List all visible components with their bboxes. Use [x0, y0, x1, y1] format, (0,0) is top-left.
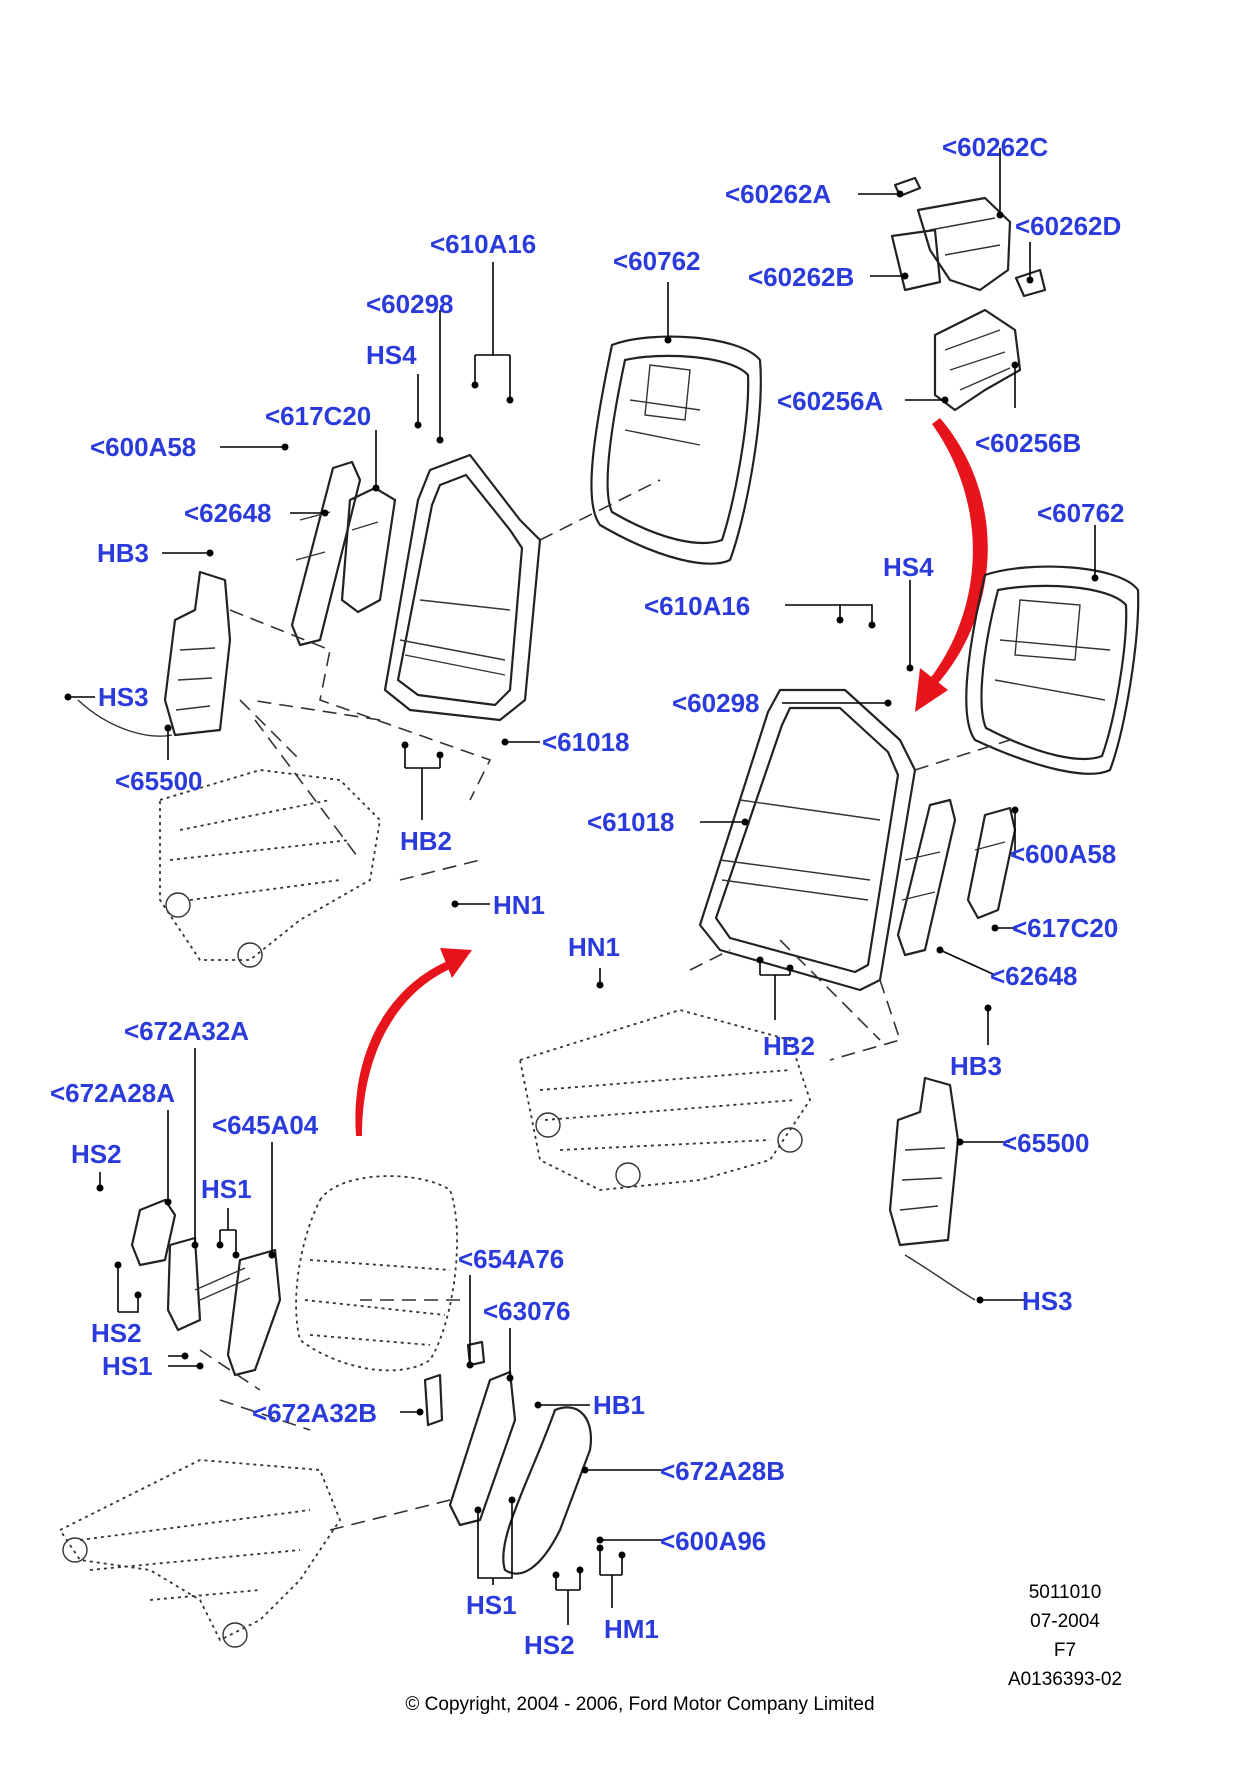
recliner-mechanism-right — [896, 798, 1017, 957]
direction-arrow-upper — [915, 418, 988, 712]
label-60262C: <60262C — [942, 132, 1048, 162]
cushion-pad-lower — [295, 1175, 458, 1372]
backrest-frame-upper — [383, 453, 542, 722]
label-610A16-right: <610A16 — [644, 591, 750, 621]
ref-image-id: A0136393-02 — [1008, 1669, 1122, 1690]
label-600A58-upper: <600A58 — [90, 432, 196, 462]
label-HB3-right: HB3 — [950, 1051, 1002, 1081]
label-617C20-right: <617C20 — [1012, 913, 1118, 943]
label-645A04: <645A04 — [212, 1110, 319, 1140]
label-610A16-upper: <610A16 — [430, 229, 536, 259]
backrest-cover-right — [965, 565, 1140, 775]
dashed-guides-right — [689, 739, 1011, 1061]
label-HB1: HB1 — [593, 1390, 645, 1420]
backrest-cover-upper — [590, 335, 762, 565]
label-61018-upper: <61018 — [542, 727, 629, 757]
label-672A28A: <672A28A — [50, 1078, 175, 1108]
label-600A58-right: <600A58 — [1010, 839, 1116, 869]
label-HS1-lower: HS1 — [466, 1590, 517, 1620]
label-60256A: <60256A — [777, 386, 883, 416]
label-617C20-upper: <617C20 — [265, 401, 371, 431]
ref-code: F7 — [1054, 1640, 1076, 1661]
label-HS2-lower: HS2 — [524, 1630, 575, 1660]
label-654A76: <654A76 — [458, 1244, 564, 1274]
label-60298-upper: <60298 — [366, 289, 453, 319]
cushion-side-trim-left — [130, 1198, 282, 1377]
callout-labels: <60262C <60262A <60262D <610A16 <60762 <… — [50, 132, 1124, 1660]
label-HS4-upper: HS4 — [366, 340, 417, 370]
copyright-notice: © Copyright, 2004 - 2006, Ford Motor Com… — [405, 1694, 874, 1715]
dashed-guides-lower — [199, 1299, 460, 1531]
label-HS2-upper: HS2 — [71, 1139, 122, 1169]
leader-lines — [64, 148, 1099, 1625]
label-60256B: <60256B — [975, 428, 1081, 458]
label-HM1: HM1 — [604, 1614, 659, 1644]
label-60298-right: <60298 — [672, 688, 759, 718]
label-HN1-upper: HN1 — [493, 890, 545, 920]
label-63076: <63076 — [483, 1296, 570, 1326]
label-HS1-middle: HS1 — [102, 1351, 153, 1381]
label-62648-right: <62648 — [990, 961, 1077, 991]
label-600A96: <600A96 — [660, 1526, 766, 1556]
recliner-mechanism-upper — [290, 460, 397, 647]
label-60762-right: <60762 — [1037, 498, 1124, 528]
reference-block: 5011010 07-2004 F7 A0136393-02 — [1008, 1582, 1122, 1690]
side-cover-65500-upper — [77, 570, 232, 737]
label-HS3-right: HS3 — [1022, 1286, 1073, 1316]
direction-arrow-lower — [355, 948, 472, 1136]
label-HS3-upper: HS3 — [98, 682, 149, 712]
label-HB2-upper: HB2 — [400, 826, 452, 856]
label-672A28B: <672A28B — [660, 1456, 785, 1486]
label-672A32B: <672A32B — [252, 1398, 377, 1428]
label-60762-upper: <60762 — [613, 246, 700, 276]
label-HS1-upper: HS1 — [201, 1174, 252, 1204]
label-672A32A: <672A32A — [124, 1016, 249, 1046]
seat-track-right — [518, 1009, 811, 1191]
label-60262D: <60262D — [1015, 211, 1121, 241]
label-65500-right: <65500 — [1002, 1128, 1089, 1158]
label-HB2-right: HB2 — [763, 1031, 815, 1061]
label-HS2-middle: HS2 — [91, 1318, 142, 1348]
label-HB3-upper: HB3 — [97, 538, 149, 568]
label-60262B: <60262B — [748, 262, 854, 292]
label-62648-upper: <62648 — [184, 498, 271, 528]
label-HN1-right: HN1 — [568, 932, 620, 962]
bracket-60256-assembly — [933, 308, 1022, 412]
label-61018-right: <61018 — [587, 807, 674, 837]
seat-track-lower — [58, 1459, 342, 1648]
seat-track-upper — [159, 769, 381, 968]
label-HS4-right: HS4 — [883, 552, 934, 582]
ref-date: 07-2004 — [1030, 1611, 1100, 1632]
side-cover-65500-right — [888, 1076, 976, 1301]
label-60262A: <60262A — [725, 179, 831, 209]
label-65500-upper: <65500 — [115, 766, 202, 796]
backrest-frame-right — [698, 688, 917, 992]
ref-number: 5011010 — [1029, 1582, 1102, 1603]
dashed-guides-upper — [229, 479, 661, 881]
